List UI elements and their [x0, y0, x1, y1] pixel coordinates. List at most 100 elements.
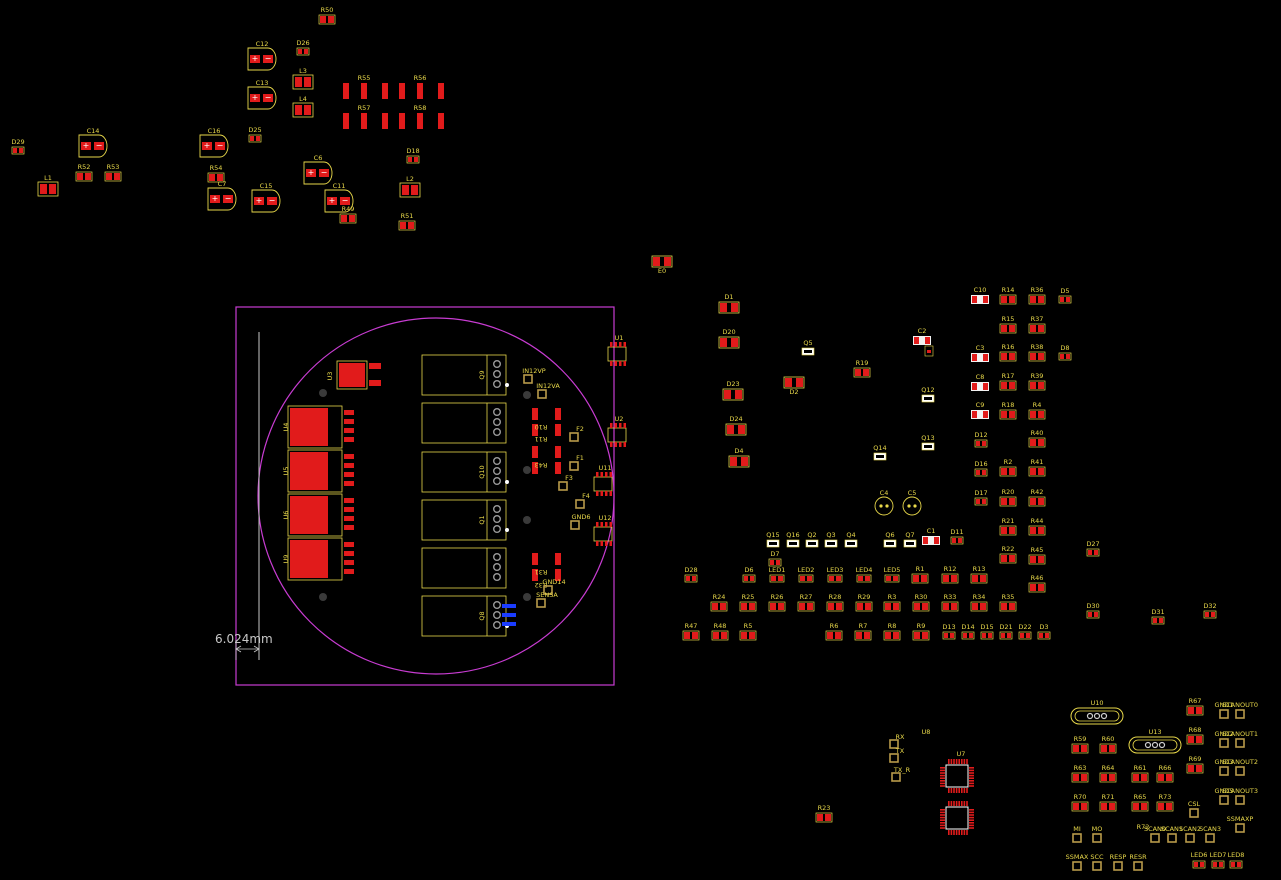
diode[interactable]: D25	[248, 126, 262, 143]
resistor[interactable]: R33	[941, 593, 959, 612]
crystal-oscillator[interactable]: U10	[1070, 699, 1124, 725]
diode[interactable]: D28	[684, 566, 698, 583]
resistor[interactable]: R38	[1028, 343, 1046, 362]
resistor[interactable]: R3	[883, 593, 901, 612]
diode[interactable]: D16	[974, 460, 988, 477]
resistor[interactable]: R46	[1028, 574, 1046, 593]
resistor[interactable]: R29	[855, 593, 873, 612]
connector-pad[interactable]: GND1	[1214, 701, 1234, 719]
ic-qfp[interactable]: U7	[940, 750, 974, 793]
led[interactable]: LED1	[769, 566, 786, 583]
resistor[interactable]: R47	[682, 622, 700, 641]
capacitor[interactable]: C1	[922, 527, 940, 545]
test-point[interactable]: IN12VA	[536, 382, 560, 399]
test-point[interactable]: IN12VP	[522, 367, 546, 384]
resistor[interactable]: R1	[911, 565, 929, 584]
resistor[interactable]: R71	[1099, 793, 1117, 812]
transistor[interactable]: Q13	[921, 434, 935, 451]
radial-capacitor[interactable]: C5	[902, 489, 922, 516]
power-diode[interactable]: D24	[725, 415, 747, 436]
capacitor[interactable]: C9	[971, 401, 989, 419]
connector-pad[interactable]: SCAN1	[1161, 825, 1183, 843]
power-diode[interactable]: D23	[722, 380, 744, 401]
diode[interactable]: D22	[1018, 623, 1032, 640]
transistor[interactable]: Q15	[766, 531, 780, 548]
tantalum-capacitor[interactable]: +−C7	[207, 180, 237, 211]
resistor-vertical[interactable]	[555, 446, 561, 474]
capacitor[interactable]: C10	[971, 286, 989, 304]
diode[interactable]: D11	[950, 528, 964, 545]
resistor[interactable]: R20	[999, 488, 1017, 507]
diode[interactable]: D13	[942, 623, 956, 640]
transistor[interactable]: Q2	[805, 531, 819, 548]
led[interactable]: LED4	[856, 566, 873, 583]
resistor[interactable]: R69	[1186, 755, 1204, 774]
power-module[interactable]: U9	[282, 537, 354, 581]
transistor[interactable]: Q7	[903, 531, 917, 548]
resistor[interactable]: R19	[853, 359, 871, 378]
resistor[interactable]: R24	[710, 593, 728, 612]
ic-soic[interactable]: U1	[607, 334, 627, 366]
connector-pad[interactable]: SCANOUT2	[1222, 758, 1258, 776]
mosfet-block[interactable]	[421, 547, 507, 589]
led[interactable]: LED5	[884, 566, 901, 583]
resistor[interactable]: R40	[1028, 429, 1046, 448]
diode[interactable]: D5	[1058, 287, 1072, 304]
resistor[interactable]: R73	[1156, 793, 1174, 812]
mosfet-block[interactable]: Q9	[421, 354, 509, 396]
diode[interactable]: D7	[768, 550, 782, 567]
resistor[interactable]: R63	[1071, 764, 1089, 783]
sot-component[interactable]	[924, 345, 934, 357]
test-point[interactable]: F3	[558, 474, 573, 491]
power-diode[interactable]: D4	[728, 447, 750, 468]
transistor[interactable]: Q4	[844, 531, 858, 548]
header-pin[interactable]: TX	[889, 747, 905, 763]
resistor[interactable]: R18	[999, 401, 1017, 420]
resistor[interactable]: R53	[104, 163, 122, 182]
resistor-vertical[interactable]: R55	[343, 74, 388, 99]
resistor-vertical[interactable]: R56	[399, 74, 444, 99]
resistor[interactable]: R9	[912, 622, 930, 641]
resistor[interactable]: R36	[1028, 286, 1046, 305]
resistor[interactable]: R8	[883, 622, 901, 641]
inductor[interactable]: L4	[292, 95, 314, 118]
connector-pad[interactable]: MO	[1092, 825, 1103, 843]
tantalum-capacitor[interactable]: +−C16	[199, 127, 229, 158]
diode[interactable]: D32	[1203, 602, 1217, 619]
diode[interactable]: D15	[980, 623, 994, 640]
connector-pad[interactable]: SCANOUT1	[1222, 730, 1258, 748]
capacitor[interactable]: C3	[971, 344, 989, 362]
resistor[interactable]: R22	[999, 545, 1017, 564]
power-module[interactable]: U6	[282, 493, 354, 537]
resistor[interactable]: R35	[999, 593, 1017, 612]
led[interactable]	[1229, 860, 1243, 869]
resistor[interactable]: R48	[711, 622, 729, 641]
resistor-vertical[interactable]	[555, 408, 561, 436]
ic-soic[interactable]: U11	[593, 464, 613, 496]
resistor-vertical[interactable]: R57	[343, 104, 388, 129]
power-diode[interactable]: D20	[718, 328, 740, 349]
transistor[interactable]: Q5	[801, 339, 815, 356]
resistor-vertical[interactable]	[532, 553, 538, 581]
resistor[interactable]: R37	[1028, 315, 1046, 334]
connector-pad[interactable]: GND2	[1214, 730, 1234, 748]
connector-pad[interactable]: RESP	[1110, 853, 1127, 871]
power-module[interactable]: U5	[282, 449, 354, 493]
test-point[interactable]: GND6	[570, 513, 591, 530]
resistor[interactable]: R70	[1071, 793, 1089, 812]
resistor[interactable]: R64	[1099, 764, 1117, 783]
resistor[interactable]: R66	[1156, 764, 1174, 783]
resistor[interactable]: R30	[912, 593, 930, 612]
resistor[interactable]: R23	[815, 804, 833, 823]
tantalum-capacitor[interactable]: +−C15	[251, 182, 281, 213]
diode[interactable]: D8	[1058, 344, 1072, 361]
resistor[interactable]: R34	[970, 593, 988, 612]
resistor[interactable]: R60	[1099, 735, 1117, 754]
diode[interactable]: D29	[11, 138, 25, 155]
diode[interactable]: D27	[1086, 540, 1100, 557]
resistor[interactable]: R51	[398, 212, 416, 231]
diode[interactable]: D21	[999, 623, 1013, 640]
resistor[interactable]: R13	[970, 565, 988, 584]
tantalum-capacitor[interactable]: +−C13	[247, 79, 277, 110]
